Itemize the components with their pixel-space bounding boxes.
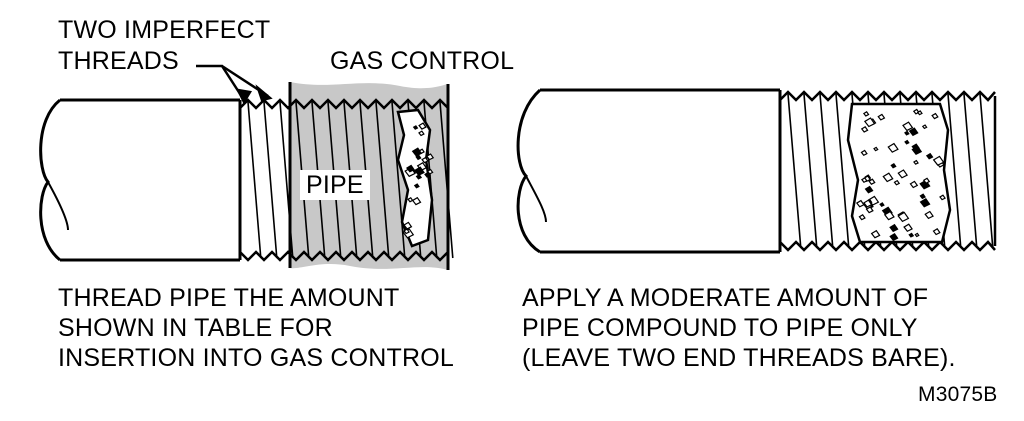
left-compound-texture: [402, 122, 435, 239]
right-figure: [516, 88, 997, 254]
gas-control-label: GAS CONTROL: [330, 47, 515, 75]
left-pipe-body: [39, 98, 242, 262]
right-caption-line: APPLY A MODERATE AMOUNT OF: [522, 284, 929, 312]
figure-code: M3075B: [918, 383, 998, 406]
right-compound-texture: [855, 108, 946, 242]
imperfect-threads-label-line2: THREADS: [58, 47, 179, 75]
left-caption: THREAD PIPE THE AMOUNT SHOWN IN TABLE FO…: [58, 283, 454, 373]
pipe-label: PIPE: [306, 171, 364, 199]
left-caption-line: THREAD PIPE THE AMOUNT: [58, 284, 400, 312]
imperfect-threads-label-line1: TWO IMPERFECT: [58, 16, 271, 44]
right-caption-line: PIPE COMPOUND TO PIPE ONLY: [522, 314, 918, 342]
left-pipe-compound: [396, 108, 434, 248]
imperfect-threads-leader: [196, 64, 273, 105]
left-caption-line: SHOWN IN TABLE FOR: [58, 314, 333, 342]
right-caption-line: (LEAVE TWO END THREADS BARE).: [522, 344, 956, 372]
left-figure: [39, 64, 454, 270]
left-caption-line: INSERTION INTO GAS CONTROL: [58, 344, 454, 372]
right-caption: APPLY A MODERATE AMOUNT OF PIPE COMPOUND…: [522, 283, 956, 373]
right-pipe-body: [516, 88, 782, 254]
